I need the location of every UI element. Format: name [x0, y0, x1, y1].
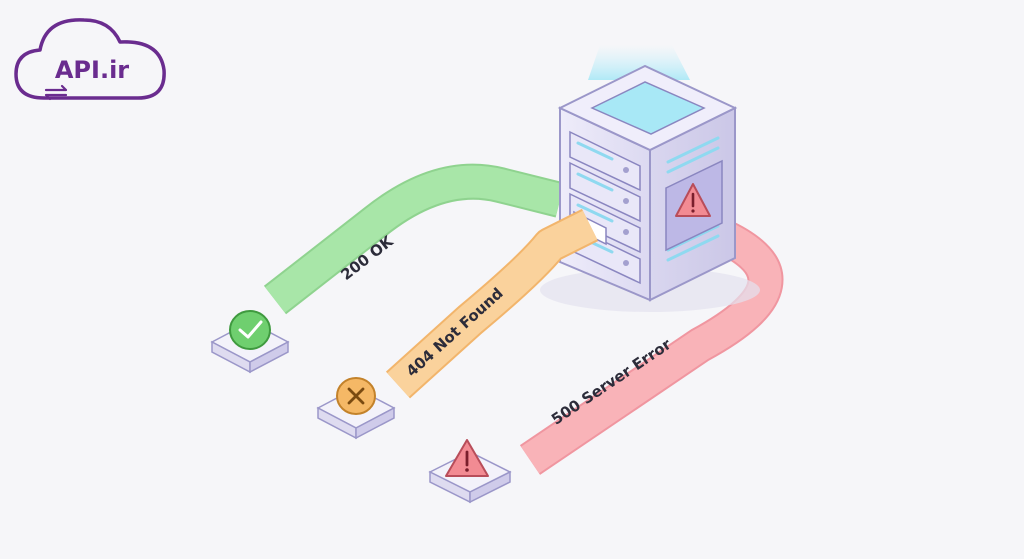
server-tower	[540, 64, 760, 312]
check-icon	[229, 310, 271, 350]
server-screen	[590, 81, 706, 135]
cross-icon	[336, 377, 376, 415]
light-beam	[588, 45, 690, 80]
warning-icon	[445, 439, 489, 477]
exchange-arrows-icon	[44, 84, 68, 101]
brand-logo: API.ir	[14, 18, 166, 101]
endpoint-404	[316, 377, 396, 440]
endpoint-200	[210, 310, 290, 374]
server-warning-icon	[675, 183, 711, 217]
endpoint-500	[428, 439, 512, 504]
flow-label-404: 404 Not Found	[403, 284, 507, 380]
brand-name: API.ir	[55, 56, 129, 84]
cloud-icon	[14, 18, 166, 100]
